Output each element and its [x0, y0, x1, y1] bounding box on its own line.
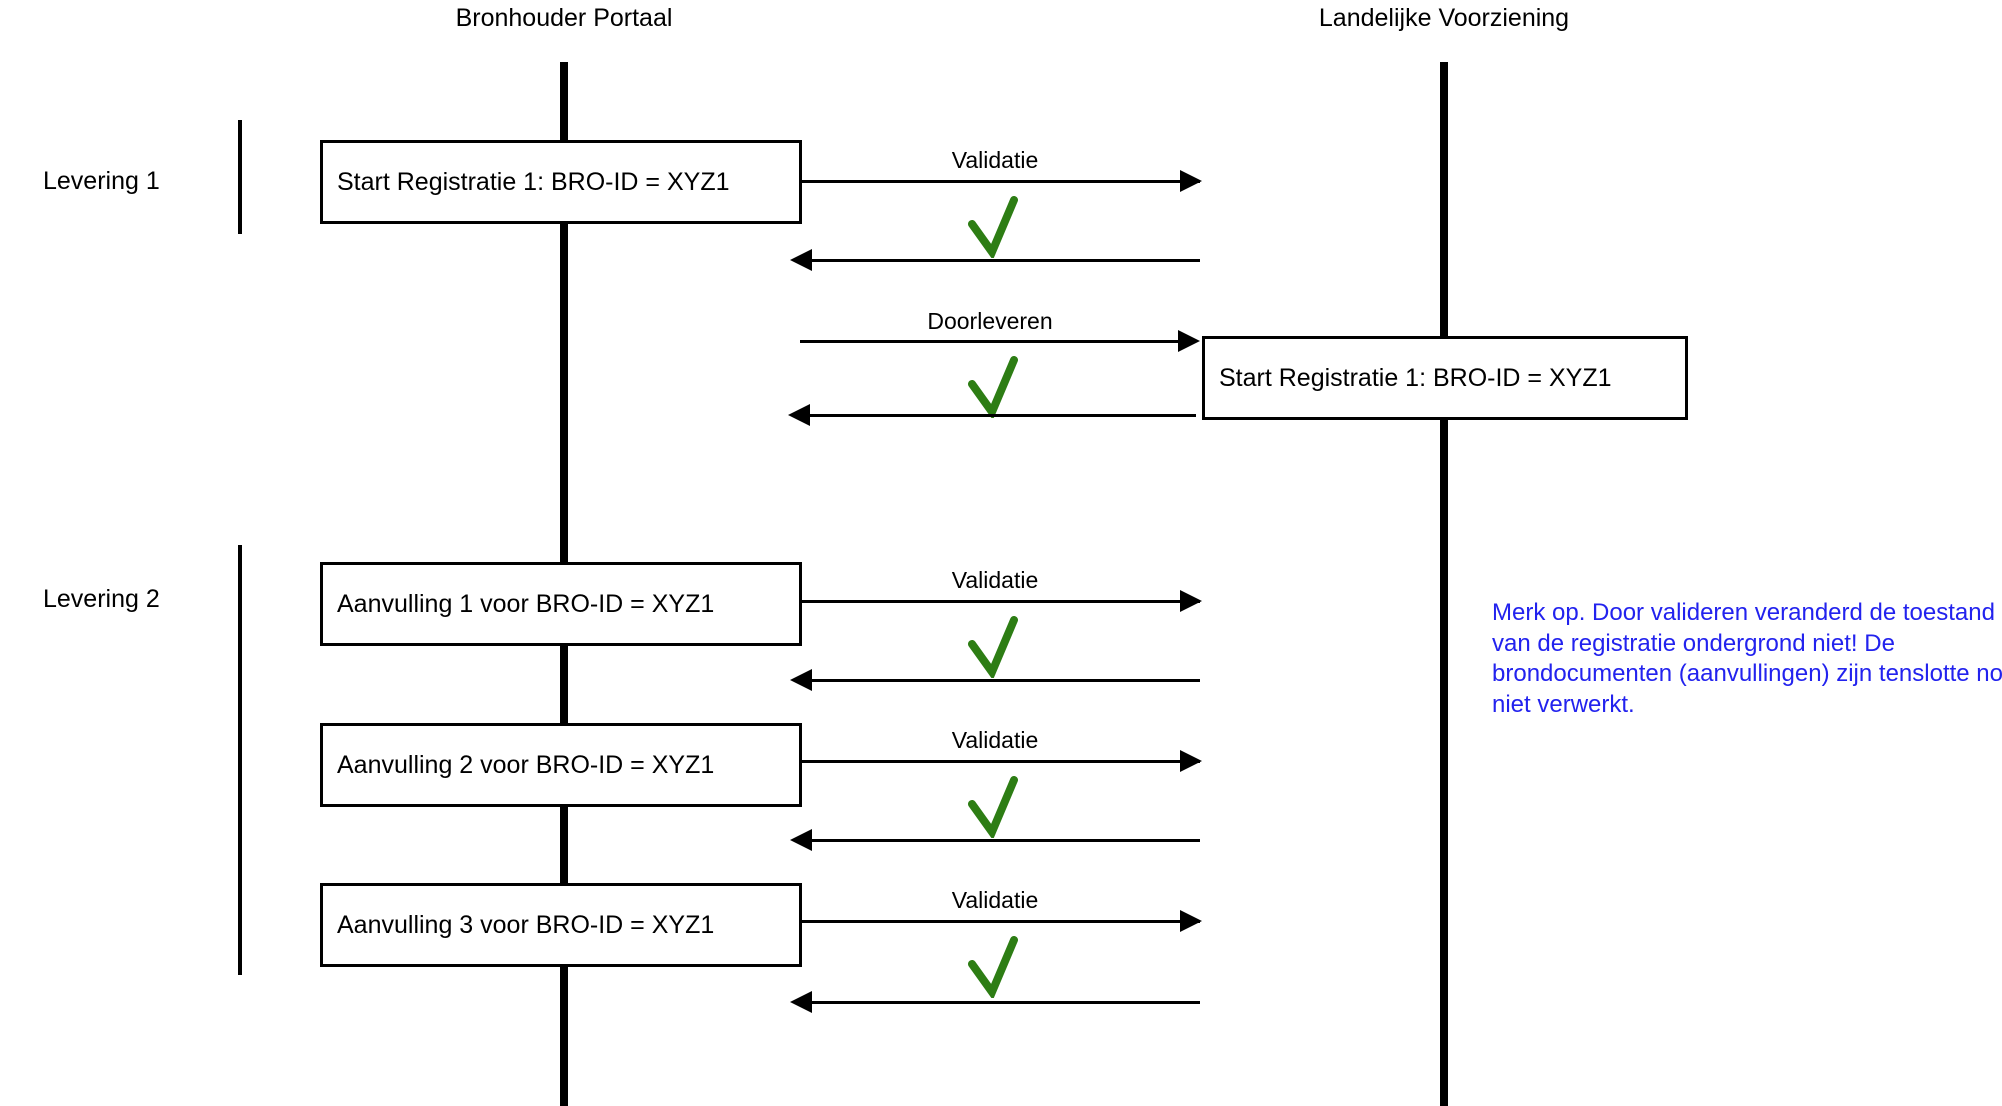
arrow-head-left-doorleveren-return — [788, 404, 810, 426]
arrow-head-right-validatie-1 — [1180, 170, 1202, 192]
box-start-registratie-landelijke-voorziening[interactable]: Start Registratie 1: BRO-ID = XYZ1 — [1202, 336, 1688, 420]
message-line-validatie-3-return — [802, 839, 1200, 842]
message-label-validatie-2: Validatie — [951, 567, 1039, 593]
arrow-head-right-validatie-3 — [1180, 750, 1202, 772]
check-mark-icon-validatie-1 — [968, 196, 1018, 258]
phase-label-levering-1: Levering 1 — [43, 167, 160, 195]
lifeline-title-landelijke-voorziening: Landelijke Voorziening — [1318, 4, 1570, 32]
message-line-validatie-1 — [802, 180, 1200, 183]
message-line-validatie-2 — [802, 600, 1200, 603]
arrow-head-right-validatie-2 — [1180, 590, 1202, 612]
check-mark-icon-validatie-2 — [968, 616, 1018, 678]
arrow-head-left-validatie-3-return — [790, 829, 812, 851]
message-label-validatie-3: Validatie — [951, 727, 1039, 753]
message-label-doorleveren: Doorleveren — [927, 308, 1053, 334]
phase-bracket-levering-2 — [238, 545, 242, 975]
annotation-note-validatie: Merk op. Door valideren veranderd de toe… — [1492, 599, 2002, 719]
lifeline-bar-landelijke-voorziening — [1440, 62, 1448, 1106]
arrow-head-right-doorleveren — [1178, 330, 1200, 352]
box-aanvulling-2-label: Aanvulling 2 voor BRO-ID = XYZ1 — [337, 750, 715, 779]
message-line-validatie-3 — [802, 760, 1200, 763]
box-start-registratie-bronhouder-label: Start Registratie 1: BRO-ID = XYZ1 — [337, 167, 730, 196]
message-line-validatie-2-return — [802, 679, 1200, 682]
lifeline-title-bronhouder-portaal: Bronhouder Portaal — [455, 4, 673, 32]
check-mark-icon-validatie-3 — [968, 776, 1018, 838]
arrow-head-left-validatie-1-return — [790, 249, 812, 271]
phase-bracket-levering-1 — [238, 120, 242, 234]
box-start-registratie-bronhouder[interactable]: Start Registratie 1: BRO-ID = XYZ1 — [320, 140, 802, 224]
message-line-validatie-4-return — [802, 1001, 1200, 1004]
phase-label-levering-2: Levering 2 — [43, 585, 160, 613]
message-line-validatie-4 — [802, 920, 1200, 923]
check-mark-icon-doorleveren — [968, 356, 1018, 418]
arrow-head-left-validatie-2-return — [790, 669, 812, 691]
box-aanvulling-1-label: Aanvulling 1 voor BRO-ID = XYZ1 — [337, 589, 715, 618]
box-start-registratie-landelijke-voorziening-label: Start Registratie 1: BRO-ID = XYZ1 — [1219, 363, 1612, 392]
arrow-head-left-validatie-4-return — [790, 991, 812, 1013]
box-aanvulling-3[interactable]: Aanvulling 3 voor BRO-ID = XYZ1 — [320, 883, 802, 967]
message-label-validatie-4: Validatie — [951, 887, 1039, 913]
message-line-doorleveren — [800, 340, 1196, 343]
message-line-doorleveren-return — [800, 414, 1196, 417]
box-aanvulling-3-label: Aanvulling 3 voor BRO-ID = XYZ1 — [337, 910, 715, 939]
message-line-validatie-1-return — [802, 259, 1200, 262]
arrow-head-right-validatie-4 — [1180, 910, 1202, 932]
box-aanvulling-2[interactable]: Aanvulling 2 voor BRO-ID = XYZ1 — [320, 723, 802, 807]
check-mark-icon-validatie-4 — [968, 936, 1018, 998]
box-aanvulling-1[interactable]: Aanvulling 1 voor BRO-ID = XYZ1 — [320, 562, 802, 646]
message-label-validatie-1: Validatie — [951, 147, 1039, 173]
